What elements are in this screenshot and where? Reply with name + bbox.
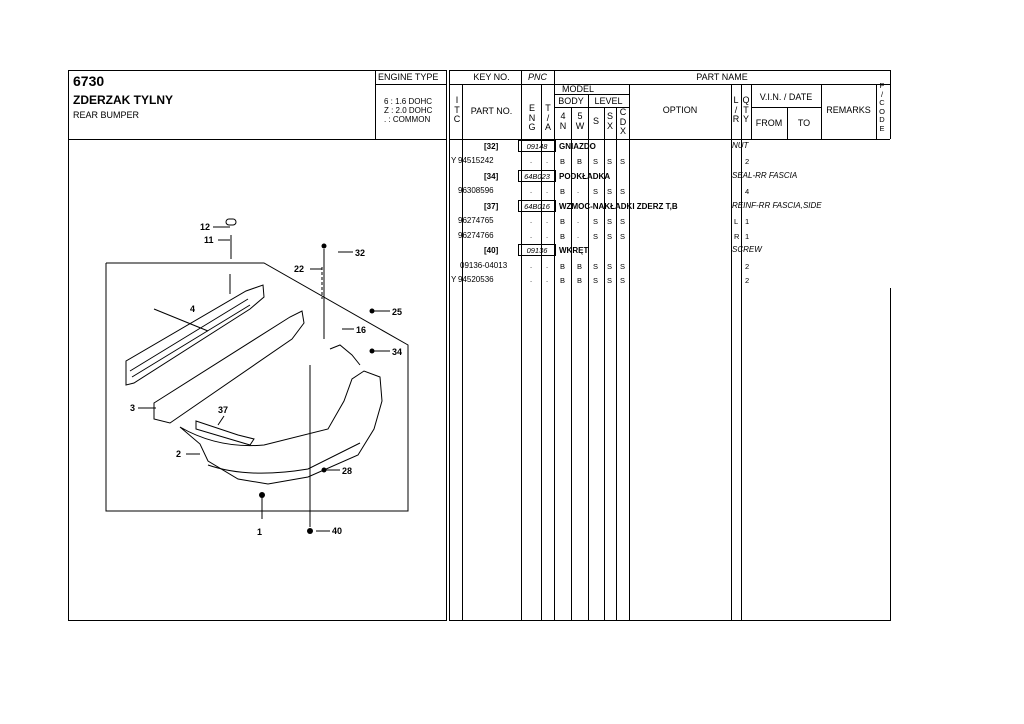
col-ta: T/A: [544, 103, 551, 132]
col-line-itc: [462, 84, 463, 621]
col-part-name: PART NAME: [696, 72, 748, 82]
col-from: FROM: [755, 118, 783, 128]
col-vin-date: V.I.N. / DATE: [759, 92, 813, 102]
col-level: LEVEL: [594, 96, 623, 106]
col-pnc: PNC: [527, 72, 547, 82]
part-no: 96274765: [458, 216, 494, 225]
reinforcement-part: [125, 284, 265, 386]
col-line-cdx: [629, 84, 630, 621]
col-remarks: REMARKS: [826, 105, 871, 115]
callout-16: 16: [356, 325, 366, 335]
bumper-cover-part: [153, 310, 305, 424]
col-line-5w: [588, 94, 589, 621]
name-en-37: REINF-RR FASCIA,SIDE: [732, 201, 822, 210]
col-line-from: [787, 107, 788, 139]
callout-28: 28: [342, 466, 352, 476]
col-option: OPTION: [662, 105, 698, 115]
model-divider: [554, 94, 629, 95]
col-line-remarks: [876, 84, 877, 139]
name-en-32: NUT: [732, 141, 749, 150]
col-part-no: PART NO.: [470, 106, 513, 116]
engine-line-2: Z : 2.0 DOHC: [384, 106, 433, 115]
col-key-no: KEY NO.: [473, 72, 510, 82]
col-line-sx: [616, 107, 617, 621]
engine-type-label: ENGINE TYPE: [378, 72, 439, 82]
body-level-divider: [554, 107, 629, 108]
col-line-option: [731, 84, 732, 621]
col-body: BODY: [558, 96, 584, 106]
col-to: TO: [797, 118, 811, 128]
callout-25: 25: [392, 307, 402, 317]
name-pl-37: WZMOC-NAKŁADKI ZDERZ T,B: [559, 202, 678, 211]
col-line-qty: [751, 84, 752, 139]
parts-table: [449, 70, 890, 621]
callout-12: 12: [200, 222, 210, 232]
col-line-lr: [741, 84, 742, 621]
part-no: 96274766: [458, 231, 494, 240]
part-no: 96308596: [458, 186, 494, 195]
header-divider-left: [68, 139, 447, 140]
table-top-ext: [449, 70, 890, 71]
col-line-vin: [821, 84, 822, 139]
col-line-s: [604, 107, 605, 621]
name-en-34: SEAL-RR FASCIA: [732, 171, 798, 180]
pnc-64b016: 64B016: [518, 200, 556, 212]
callout-11: 11: [204, 235, 214, 245]
key-37: [37]: [484, 202, 499, 211]
page-title-pl: ZDERZAK TYLNY: [73, 93, 173, 107]
page-title-en: REAR BUMPER: [73, 110, 140, 120]
col-line-eng: [541, 84, 542, 621]
part-no: 94520536: [458, 275, 494, 284]
engine-divider: [375, 70, 376, 139]
engine-line-1: 6 : 1.6 DOHC: [384, 97, 433, 106]
pnc-09136: 09136: [518, 244, 556, 256]
pnc-09148: 09148: [518, 140, 556, 152]
engine-label-divider: [375, 84, 447, 85]
callout-34: 34: [392, 347, 402, 357]
name-pl-40: WKRĘT: [559, 246, 589, 255]
table-subheader-line: [449, 84, 890, 85]
part-no: 94515242: [458, 156, 494, 165]
col-model: MODEL: [561, 84, 594, 94]
engine-line-3: . : COMMON: [384, 115, 431, 124]
vin-divider: [751, 107, 821, 108]
key-34: [34]: [484, 172, 499, 181]
parts-diagram: 12 11 32 22 25 4 16 34 3 37 2 28 1 40: [105, 218, 409, 537]
table-right-edge-lower: [890, 288, 891, 621]
callout-40: 40: [332, 526, 342, 536]
callout-3: 3: [130, 403, 135, 413]
left-panel: [68, 70, 447, 621]
col-level-s: S: [592, 116, 599, 126]
callout-4: 4: [190, 304, 195, 314]
table-right-edge: [890, 70, 891, 139]
col-lr: L/R: [732, 95, 740, 124]
bumper-fascia-part: [179, 370, 383, 485]
callout-32: 32: [355, 248, 365, 258]
callout-37: 37: [218, 405, 228, 415]
callout-2: 2: [176, 449, 181, 459]
callout-22: 22: [294, 264, 304, 274]
key-32: [32]: [484, 142, 499, 151]
part-no: 09136-04013: [460, 261, 508, 270]
name-en-40: SCREW: [732, 245, 762, 254]
name-pl-32: GNIAZDO: [559, 142, 596, 151]
col-line-ta: [554, 70, 555, 621]
name-pl-34: PODKŁADKA: [559, 172, 611, 181]
diagram-box: [105, 262, 409, 512]
col-line-partno: [521, 70, 522, 621]
col-line-4n: [571, 107, 572, 621]
pnc-64b023: 64B023: [518, 170, 556, 182]
table-header-bottom: [449, 139, 890, 140]
callout-1: 1: [257, 527, 262, 537]
key-40: [40]: [484, 246, 499, 255]
page-code: 6730: [73, 73, 105, 89]
